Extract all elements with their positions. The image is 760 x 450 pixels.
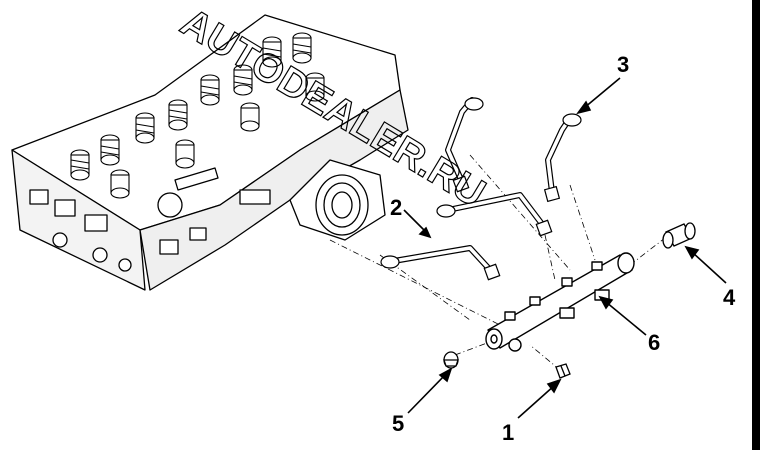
right-edge-bar — [752, 0, 760, 450]
callout-4: 4 — [723, 285, 736, 310]
callout-6: 6 — [648, 330, 660, 355]
bolt — [555, 363, 571, 379]
callout-labels: 1 2 3 4 5 6 — [390, 52, 736, 445]
callout-arrows — [403, 77, 727, 419]
valve-springs — [70, 32, 325, 199]
callout-1: 1 — [502, 420, 514, 445]
callout-3: 3 — [617, 52, 629, 77]
callout-5: 5 — [392, 411, 404, 436]
callout-2: 2 — [390, 195, 402, 220]
engine-cylinder-head — [11, 14, 409, 291]
fuel-rail — [485, 252, 635, 352]
pipe-fittings — [380, 97, 582, 281]
pressure-sensor — [662, 222, 696, 249]
plug — [443, 351, 459, 369]
